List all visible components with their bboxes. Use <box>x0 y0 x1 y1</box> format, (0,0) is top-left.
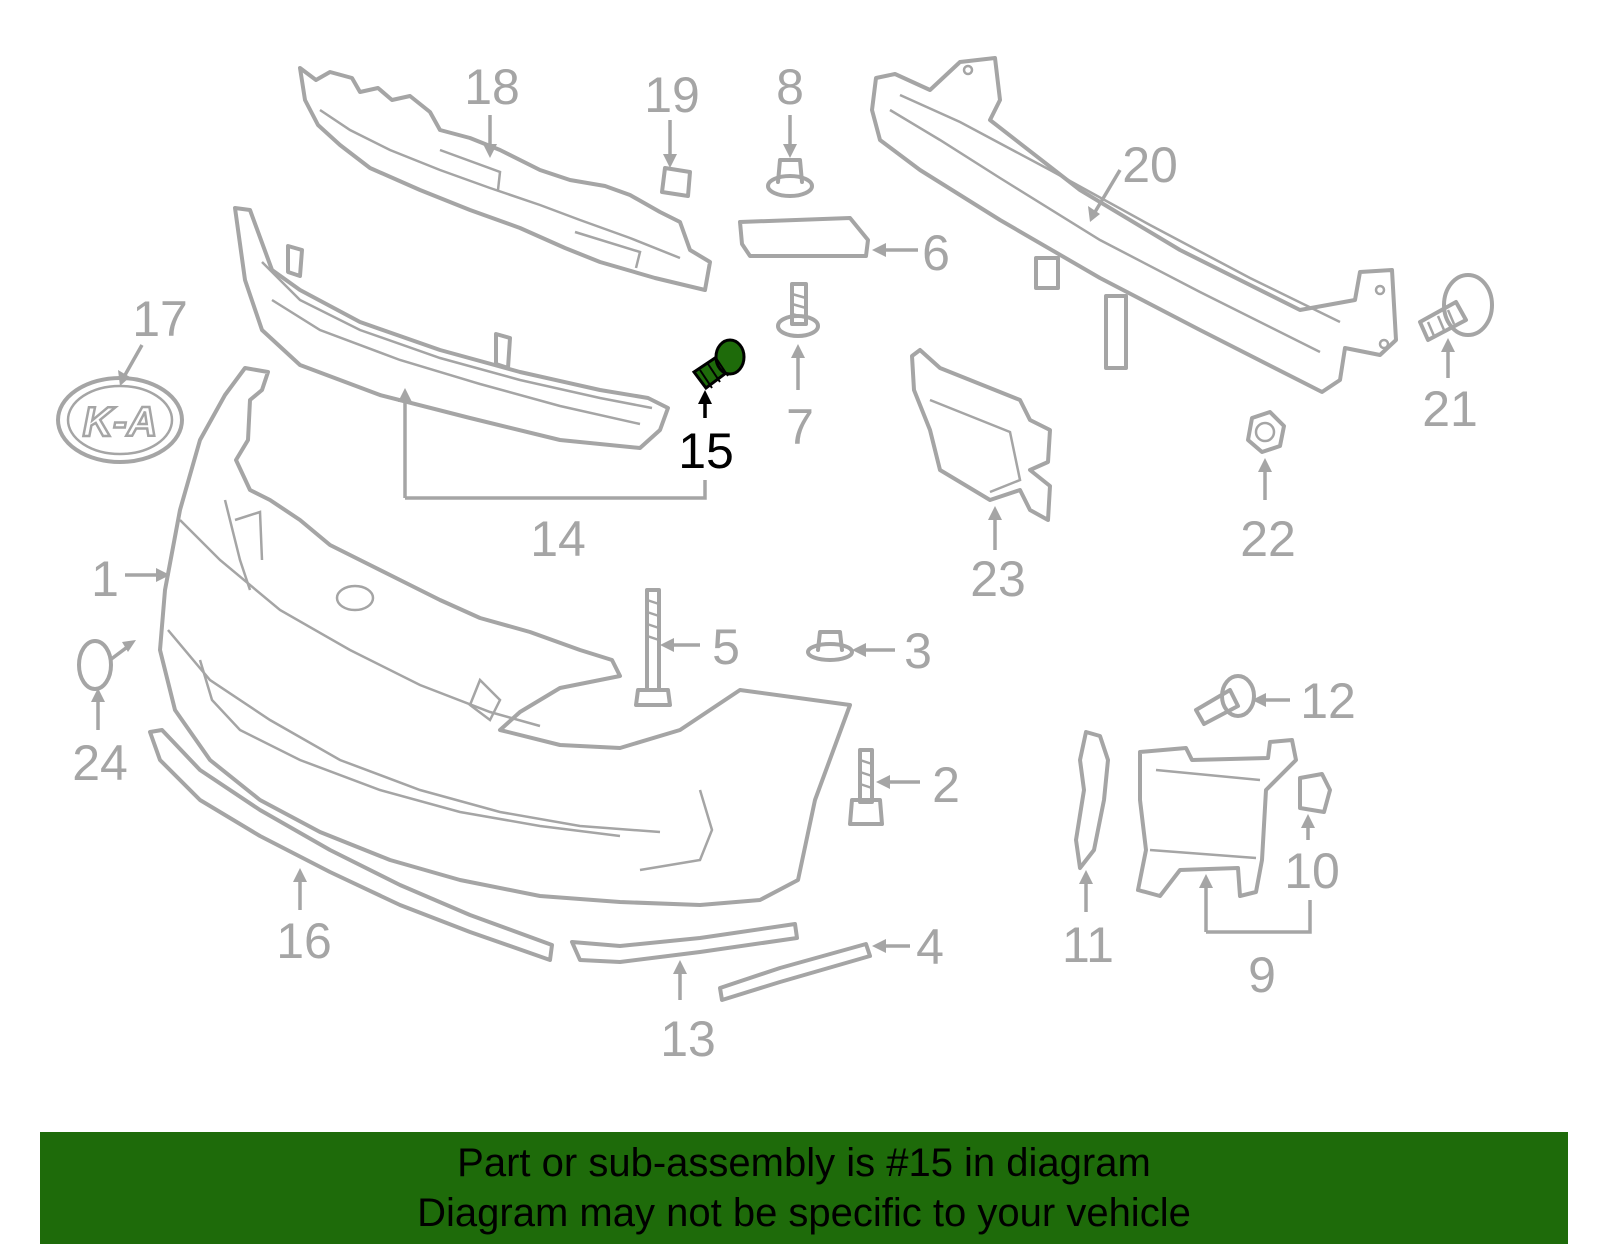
callout-17: 17 <box>132 291 188 347</box>
part-1-bumper-cover <box>158 366 852 907</box>
callout-24: 24 <box>72 735 128 791</box>
callout-9: 9 <box>1248 947 1276 1003</box>
part-3-clip <box>806 630 854 662</box>
part-23-sensor <box>910 348 1052 522</box>
part-2-bolt <box>848 748 884 826</box>
callout-7: 7 <box>786 399 814 455</box>
part-21-bolt <box>1418 273 1494 342</box>
part-15-screw-highlighted <box>691 338 746 391</box>
callout-1: 1 <box>91 551 119 607</box>
callout-11: 11 <box>1062 917 1114 973</box>
callout-16: 16 <box>276 913 332 969</box>
info-banner: Part or sub-assembly is #15 in diagram D… <box>40 1132 1568 1244</box>
part-17-emblem: K-A <box>56 376 184 464</box>
part-11-side-bracket <box>1074 730 1110 870</box>
part-6-bracket <box>738 216 870 258</box>
emblem-lettering: K-A <box>83 398 158 445</box>
banner-part-note: Part or sub-assembly is #15 in diagram <box>457 1141 1151 1185</box>
parts-diagram: K-A <box>56 56 1494 1067</box>
callout-12: 12 <box>1300 673 1356 729</box>
callout-14: 14 <box>530 511 586 567</box>
leader-lines <box>91 115 1455 1000</box>
part-20-reinforcement <box>870 56 1398 394</box>
part-9-bracket <box>1136 738 1298 898</box>
callout-19: 19 <box>644 67 700 123</box>
callout-4: 4 <box>916 919 944 975</box>
callout-23: 23 <box>970 551 1026 607</box>
part-13-lower-trim <box>570 922 799 964</box>
part-5-bolt <box>634 588 672 707</box>
callout-3: 3 <box>904 623 932 679</box>
part-19-pad <box>660 166 692 198</box>
part-16-lower-lip <box>148 728 554 962</box>
callout-15: 15 <box>678 423 734 479</box>
part-14-grille <box>233 206 670 450</box>
banner-disclaimer: Diagram may not be specific to your vehi… <box>417 1191 1191 1235</box>
part-12-screw <box>1194 674 1256 726</box>
callout-8: 8 <box>776 59 804 115</box>
callout-5: 5 <box>712 619 740 675</box>
callout-2: 2 <box>932 757 960 813</box>
part-8-clip <box>766 158 814 198</box>
part-18-upper-absorber <box>298 66 712 292</box>
callout-10: 10 <box>1284 843 1340 899</box>
callout-18: 18 <box>464 59 520 115</box>
callout-22: 22 <box>1240 511 1296 567</box>
callout-numbers: 18 19 8 20 6 17 7 21 15 14 22 23 1 5 3 1… <box>72 59 1478 1067</box>
part-4-strip <box>718 942 872 1002</box>
callout-21: 21 <box>1422 381 1478 437</box>
callout-13: 13 <box>660 1011 716 1067</box>
part-10-pad <box>1298 772 1332 814</box>
callout-20: 20 <box>1122 137 1178 193</box>
part-22-nut <box>1246 410 1286 454</box>
callout-6: 6 <box>922 225 950 281</box>
part-7-bolt <box>776 282 820 338</box>
part-24-cap <box>77 639 136 691</box>
